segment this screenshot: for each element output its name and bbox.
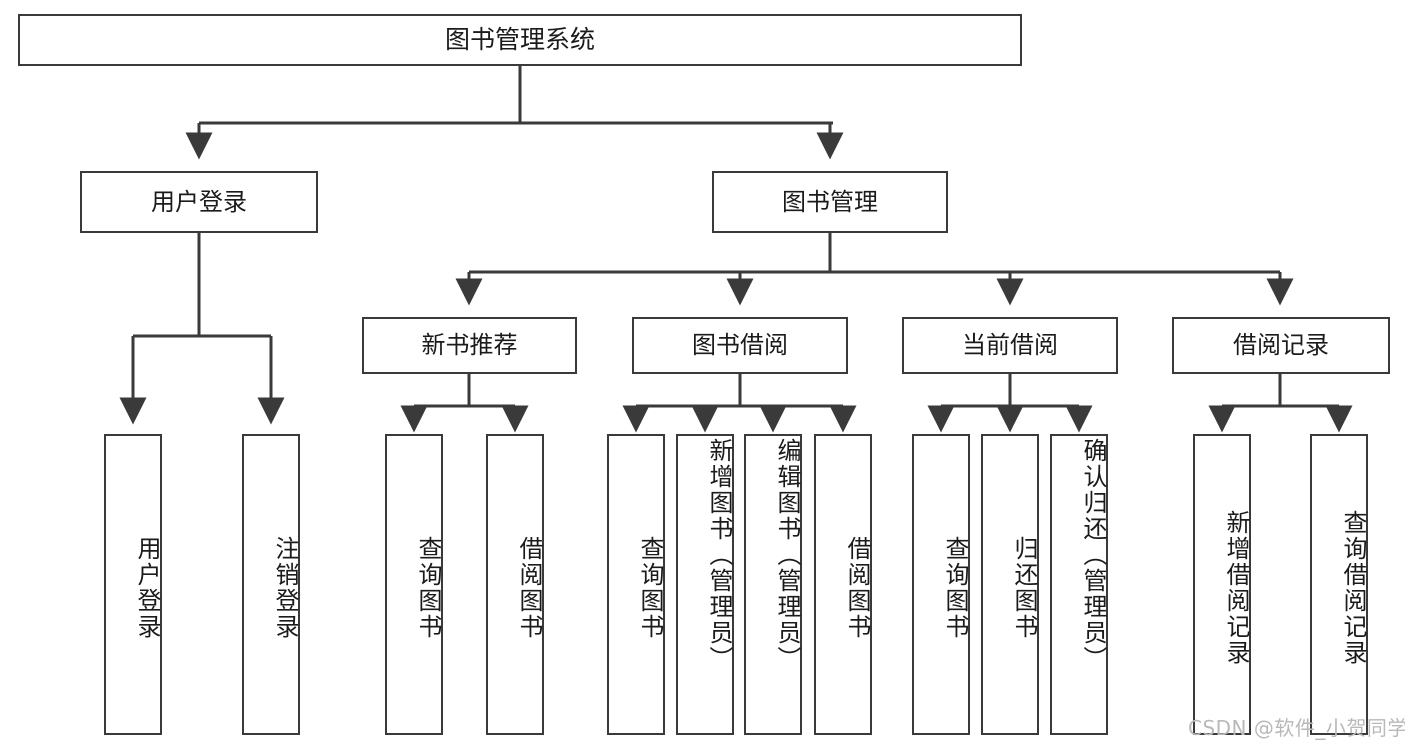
node-user-login[interactable]: 用户登录 bbox=[80, 171, 318, 233]
node-label: 借阅记录 bbox=[1233, 331, 1329, 360]
leaf-query-borrow-record[interactable]: 查询借阅记录 bbox=[1310, 434, 1368, 735]
node-label: 确认归还（管理员） bbox=[1079, 438, 1107, 672]
node-label: 查询图书 bbox=[414, 535, 442, 640]
leaf-user-login[interactable]: 用户登录 bbox=[104, 434, 162, 735]
leaf-query-book-current[interactable]: 查询图书 bbox=[912, 434, 970, 735]
node-label: 当前借阅 bbox=[962, 331, 1058, 360]
csdn-watermark: CSDN @软件_小贺同学 bbox=[1188, 716, 1405, 740]
node-label: 查询图书 bbox=[636, 535, 664, 640]
node-label: 注销登录 bbox=[271, 535, 299, 640]
leaf-borrow-book-recommend[interactable]: 借阅图书 bbox=[486, 434, 544, 735]
node-label: 新增借阅记录 bbox=[1222, 509, 1250, 666]
node-book-borrow[interactable]: 图书借阅 bbox=[632, 317, 848, 374]
node-label: 用户登录 bbox=[133, 535, 161, 640]
leaf-confirm-return-admin[interactable]: 确认归还（管理员） bbox=[1050, 434, 1108, 735]
leaf-add-borrow-record[interactable]: 新增借阅记录 bbox=[1193, 434, 1251, 735]
leaf-query-book-borrow[interactable]: 查询图书 bbox=[607, 434, 665, 735]
node-current-borrow[interactable]: 当前借阅 bbox=[902, 317, 1118, 374]
node-label: 图书管理系统 bbox=[444, 25, 595, 54]
leaf-query-book-recommend[interactable]: 查询图书 bbox=[385, 434, 443, 735]
node-label: 编辑图书（管理员） bbox=[773, 438, 801, 672]
node-label: 归还图书 bbox=[1010, 535, 1038, 640]
leaf-logout-login[interactable]: 注销登录 bbox=[242, 434, 300, 735]
node-label: 借阅图书 bbox=[843, 535, 871, 640]
node-label: 新书推荐 bbox=[421, 331, 518, 360]
node-label: 用户登录 bbox=[151, 187, 247, 216]
node-borrow-record[interactable]: 借阅记录 bbox=[1172, 317, 1390, 374]
node-label: 图书借阅 bbox=[692, 331, 788, 360]
leaf-edit-book-admin[interactable]: 编辑图书（管理员） bbox=[744, 434, 802, 735]
node-label: 查询借阅记录 bbox=[1339, 509, 1367, 666]
node-root-system[interactable]: 图书管理系统 bbox=[18, 14, 1022, 66]
node-new-book-recommend[interactable]: 新书推荐 bbox=[362, 317, 577, 374]
leaf-add-book-admin[interactable]: 新增图书（管理员） bbox=[676, 434, 734, 735]
leaf-borrow-book[interactable]: 借阅图书 bbox=[814, 434, 872, 735]
node-label: 借阅图书 bbox=[515, 535, 543, 640]
node-book-management[interactable]: 图书管理 bbox=[712, 171, 948, 233]
node-label: 查询图书 bbox=[941, 535, 969, 640]
node-label: 新增图书（管理员） bbox=[705, 438, 733, 672]
leaf-return-book[interactable]: 归还图书 bbox=[981, 434, 1039, 735]
node-label: 图书管理 bbox=[782, 187, 878, 216]
